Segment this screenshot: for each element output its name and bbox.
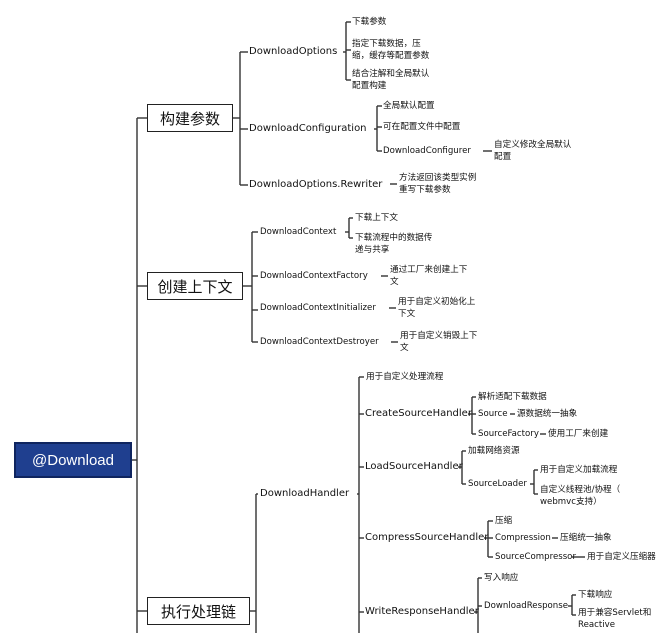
node-context-initializer[interactable]: DownloadContextInitializer bbox=[260, 303, 376, 313]
note-download-options-1: 下载参数 bbox=[352, 17, 387, 27]
node-execute-chain[interactable]: 执行处理链 bbox=[147, 597, 250, 625]
node-context-factory[interactable]: DownloadContextFactory bbox=[260, 271, 368, 281]
note-response-2: 用于兼容Servlet和 bbox=[578, 608, 652, 618]
note-create-source: 解析适配下载数据 bbox=[478, 392, 547, 402]
note-configuration-2: 可在配置文件中配置 bbox=[383, 122, 461, 132]
node-download-handler[interactable]: DownloadHandler bbox=[260, 488, 350, 499]
node-download-configuration[interactable]: DownloadConfiguration bbox=[249, 123, 367, 134]
note-compression: 压缩统一抽象 bbox=[560, 533, 612, 543]
node-source-factory[interactable]: SourceFactory bbox=[478, 429, 539, 439]
node-compress-source-handler[interactable]: CompressSourceHandler bbox=[365, 532, 489, 543]
node-load-source-handler[interactable]: LoadSourceHandler bbox=[365, 461, 463, 472]
note-context-3: 递与共享 bbox=[355, 245, 390, 255]
note-factory-1: 通过工厂来创建上下 bbox=[390, 265, 468, 275]
node-source[interactable]: Source bbox=[478, 409, 508, 419]
root-node[interactable]: @Download bbox=[14, 442, 132, 478]
node-context-destroyer[interactable]: DownloadContextDestroyer bbox=[260, 337, 379, 347]
note-destroyer-2: 文 bbox=[400, 343, 409, 353]
node-write-response-handler[interactable]: WriteResponseHandler bbox=[365, 606, 479, 617]
note-loader-1: 用于自定义加载流程 bbox=[540, 465, 618, 475]
note-context-2: 下载流程中的数据传 bbox=[355, 233, 433, 243]
node-download-options[interactable]: DownloadOptions bbox=[249, 46, 338, 57]
note-compress: 压缩 bbox=[495, 516, 513, 526]
node-create-context[interactable]: 创建上下文 bbox=[147, 272, 243, 300]
note-initializer-2: 下文 bbox=[398, 309, 416, 319]
note-initializer-1: 用于自定义初始化上 bbox=[398, 297, 476, 307]
note-response-3: Reactive bbox=[578, 620, 615, 630]
note-load-source: 加载网络资源 bbox=[468, 446, 520, 456]
note-factory-2: 文 bbox=[390, 277, 399, 287]
note-download-options-3: 缩，缓存等配置参数 bbox=[352, 51, 430, 61]
note-loader-3: webmvc支持） bbox=[540, 497, 602, 507]
note-source-compressor: 用于自定义压缩器 bbox=[587, 552, 656, 562]
note-configurer-1: 自定义修改全局默认 bbox=[494, 140, 572, 150]
note-source-factory: 使用工厂来创建 bbox=[548, 429, 609, 439]
note-download-options-2: 指定下载数据，压 bbox=[352, 39, 421, 49]
note-source: 源数据统一抽象 bbox=[517, 409, 578, 419]
note-configuration-1: 全局默认配置 bbox=[383, 101, 435, 111]
note-rewriter-2: 重写下载参数 bbox=[399, 185, 451, 195]
node-build-params[interactable]: 构建参数 bbox=[147, 104, 233, 132]
node-download-response[interactable]: DownloadResponse bbox=[484, 601, 568, 611]
node-source-compressor[interactable]: SourceCompressor bbox=[495, 552, 576, 562]
note-write-response: 写入响应 bbox=[484, 573, 519, 583]
node-download-context[interactable]: DownloadContext bbox=[260, 227, 337, 237]
note-rewriter-1: 方法返回该类型实例 bbox=[399, 173, 477, 183]
note-destroyer-1: 用于自定义销毁上下 bbox=[400, 331, 478, 341]
note-configurer-2: 配置 bbox=[494, 152, 512, 162]
node-create-source-handler[interactable]: CreateSourceHandler bbox=[365, 408, 472, 419]
node-source-loader[interactable]: SourceLoader bbox=[468, 479, 527, 489]
node-compression[interactable]: Compression bbox=[495, 533, 551, 543]
note-download-options-5: 配置构建 bbox=[352, 81, 387, 91]
note-download-options-4: 结合注解和全局默认 bbox=[352, 69, 430, 79]
note-handler: 用于自定义处理流程 bbox=[366, 372, 444, 382]
node-options-rewriter[interactable]: DownloadOptions.Rewriter bbox=[249, 179, 383, 190]
note-response-1: 下载响应 bbox=[578, 590, 613, 600]
note-loader-2: 自定义线程池/协程（ bbox=[540, 485, 621, 495]
note-context-1: 下载上下文 bbox=[355, 213, 398, 223]
node-download-configurer[interactable]: DownloadConfigurer bbox=[383, 146, 471, 156]
